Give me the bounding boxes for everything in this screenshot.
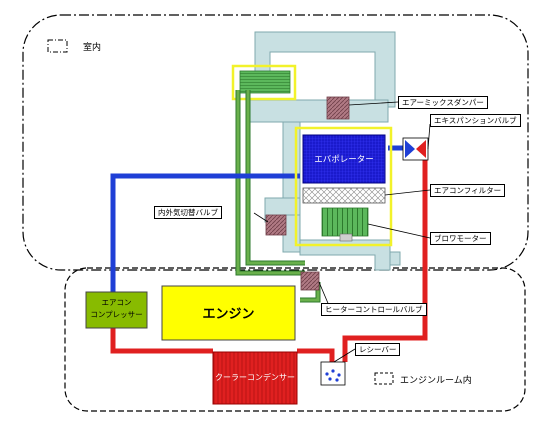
- air-filter: [302, 187, 386, 204]
- evaporator: [302, 134, 386, 184]
- refrigerant-high-line: [110, 160, 428, 362]
- receiver: [320, 361, 346, 386]
- indoor-boundary: [22, 14, 529, 271]
- compressor-label: エアコン コンプレッサー: [90, 298, 143, 319]
- engine-label: エンジン: [202, 307, 255, 322]
- heater-core: [239, 70, 291, 94]
- callout-leaders: [253, 101, 431, 363]
- recirc-valve: [265, 214, 287, 236]
- callout-air-mix-damper: エアーミックスダンパー: [398, 96, 488, 109]
- blower-motor: [321, 207, 369, 237]
- expansion-valve: [402, 137, 429, 161]
- evaporator-highlight: [294, 126, 393, 247]
- callout-receiver: レシーバー: [355, 343, 401, 356]
- evaporator-label: エバポレーター: [314, 155, 374, 165]
- callout-recirc-valve: 内外気切替バルブ: [154, 206, 222, 219]
- condenser: [212, 351, 298, 405]
- air-mix-damper: [326, 96, 350, 120]
- engine: [161, 285, 296, 341]
- callout-expansion-valve: エキスパンションバルブ: [430, 114, 521, 127]
- legend-engine-room-swatch: [374, 372, 394, 385]
- legend-indoor-swatch: [47, 39, 68, 53]
- legend-engine-room-label: エンジンルーム内: [400, 376, 472, 386]
- legend-indoor-label: 室内: [83, 43, 102, 53]
- engine-room-boundary: [64, 267, 526, 412]
- condenser-label: クーラーコンデンサー: [215, 373, 295, 382]
- heater-control-valve: [300, 271, 320, 291]
- heater-core-highlight: [231, 64, 297, 101]
- compressor: [85, 291, 148, 329]
- callout-blower-motor: ブロワモーター: [430, 232, 491, 245]
- callout-heater-valve: ヒーターコントロールバルブ: [321, 303, 427, 316]
- refrigerant-low-line: [110, 173, 300, 293]
- callout-air-filter: エアコンフィルター: [430, 184, 506, 197]
